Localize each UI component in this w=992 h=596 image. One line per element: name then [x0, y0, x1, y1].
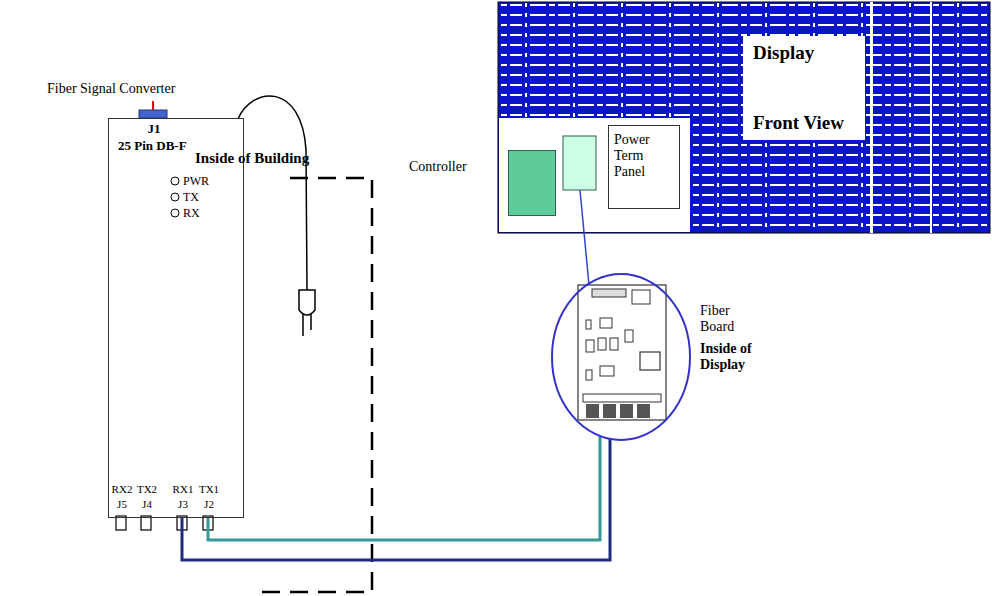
node-text: Power Term Panel [614, 132, 674, 180]
text-slot: Fiber Board [700, 303, 750, 335]
ellipse-outline [551, 273, 691, 441]
board-component [610, 338, 618, 350]
node-text: TX [183, 191, 223, 205]
display-stripe [930, 2, 932, 233]
board-header [592, 289, 626, 297]
text-slot: Power Term Panel [614, 132, 674, 180]
text-slot: Front View [753, 112, 863, 134]
region-label: Inside of Building [195, 150, 365, 167]
node-text: PWR [183, 175, 223, 189]
text-slot: Controller [409, 159, 499, 175]
led [171, 177, 179, 185]
fiber-cable [208, 436, 600, 540]
building-wall [255, 178, 372, 592]
cable-stub [152, 101, 154, 110]
text-slot: TX1 [197, 483, 221, 496]
node-text: J5 [110, 498, 134, 511]
text-slot: J3 [171, 498, 195, 511]
interface-card [563, 136, 596, 190]
node-text: RX [183, 207, 223, 221]
board-component [632, 290, 650, 304]
board-component [600, 318, 612, 328]
title-patch [743, 36, 865, 140]
plug-prong [310, 314, 312, 330]
node-text: TX2 [135, 483, 159, 496]
node-text: TX1 [197, 483, 221, 496]
controller-box: Controller [508, 150, 556, 216]
board-component [586, 370, 592, 380]
text-slot: RX2 [110, 483, 134, 496]
fiber-port [116, 516, 126, 530]
fiber-board-callout: Fiber BoardInside of Display [551, 273, 691, 441]
board-component [586, 340, 594, 352]
node-text: J2 [197, 498, 221, 511]
fiber-jack [637, 404, 650, 418]
node-text: J3 [171, 498, 195, 511]
board-component [640, 352, 660, 370]
text-slot: TX [183, 191, 223, 205]
board-component [600, 366, 614, 376]
ellipse-outline [552, 274, 690, 440]
text-slot: J5 [110, 498, 134, 511]
terminal-panel: Power Term Panel [608, 125, 680, 209]
text-slot: J4 [135, 498, 159, 511]
fiber-jack [586, 404, 599, 418]
node-text: Display [753, 42, 863, 64]
node-text: Front View [753, 112, 863, 134]
text-slot: Inside of Building [195, 150, 365, 167]
text-slot: Display [753, 42, 863, 64]
led [171, 193, 179, 201]
signal-converter: Fiber Signal ConverterJ125 Pin DB-FPWRTX… [108, 118, 244, 518]
circuit-board [578, 285, 666, 420]
text-slot: J1 [139, 122, 169, 137]
board-component [586, 320, 591, 329]
board-component [625, 330, 633, 342]
plug-prong [302, 314, 304, 336]
text-slot: PWR [183, 175, 223, 189]
node-text: Inside of Display [700, 341, 780, 373]
power-plug [299, 290, 315, 315]
text-slot: Inside of Display [700, 341, 780, 373]
node-text: RX1 [171, 483, 195, 496]
text-slot: RX1 [171, 483, 195, 496]
node-text: Fiber Board [700, 303, 750, 335]
connector-strip [583, 394, 661, 402]
node-text: Controller [409, 159, 499, 175]
db25-connector [139, 110, 167, 118]
led [171, 209, 179, 217]
node-text: J1 [139, 122, 169, 137]
fiber-cable [182, 439, 610, 560]
board-component [598, 338, 606, 350]
power-cord [238, 96, 307, 290]
text-slot: J2 [197, 498, 221, 511]
fiber-jack [620, 404, 633, 418]
text-slot: Fiber Signal Converter [47, 81, 207, 97]
text-slot: RX [183, 207, 223, 221]
fiber-jack [603, 404, 616, 418]
display-stripe [870, 2, 873, 233]
display-panel: DisplayFront ViewController Power Term Pa… [498, 2, 990, 233]
text-slot: TX2 [135, 483, 159, 496]
display-face [498, 2, 990, 233]
node-text: RX2 [110, 483, 134, 496]
fiber-port [141, 516, 151, 530]
service-area [499, 118, 690, 232]
signal-wire [580, 190, 589, 285]
node-text: J4 [135, 498, 159, 511]
node-text: Fiber Signal Converter [47, 81, 207, 97]
